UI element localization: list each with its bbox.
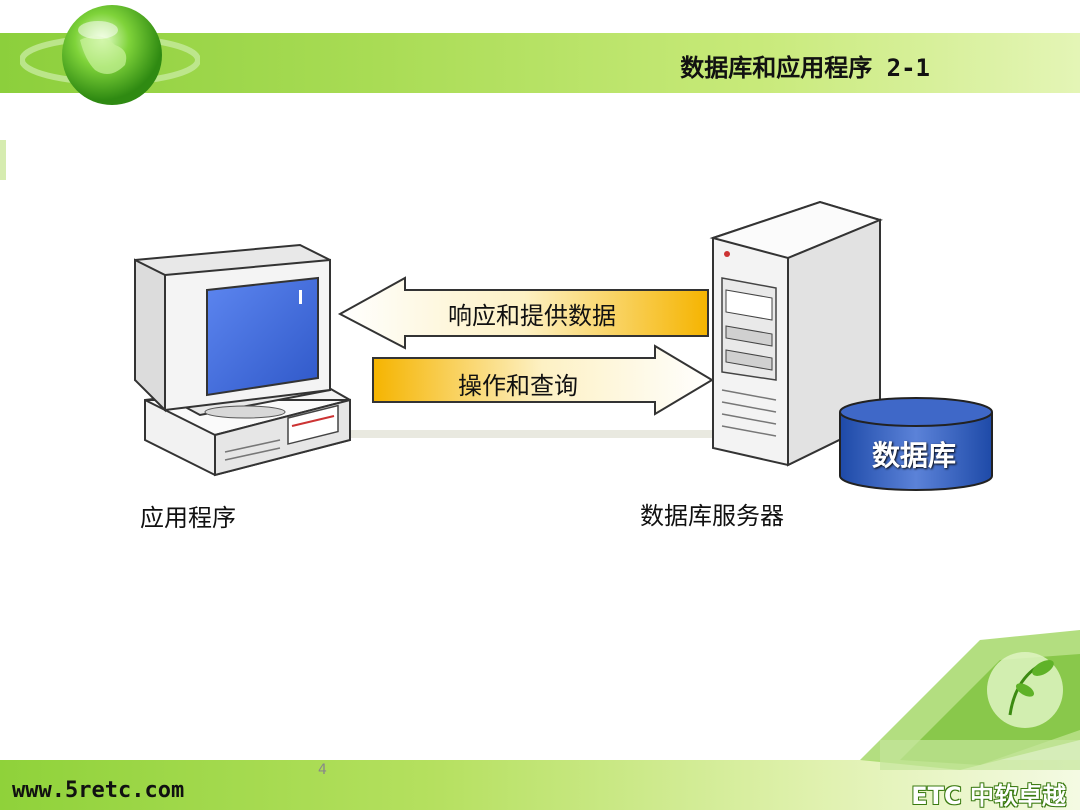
footer-brand: ETC 中软卓越: [911, 782, 1066, 810]
globe-logo: [20, 5, 200, 105]
server-caption: 数据库服务器: [640, 502, 784, 530]
response-label: 响应和提供数据: [448, 302, 616, 330]
title-bar: [0, 33, 1080, 93]
link-shadow: [350, 430, 720, 438]
request-arrow: [372, 344, 714, 416]
footer-url[interactable]: www.5retc.com: [12, 778, 185, 803]
diagram-canvas: [134, 200, 993, 491]
computer-icon: [134, 243, 351, 477]
database-label: 数据库: [872, 439, 957, 472]
laptop-leaf-decoration: [860, 630, 1080, 770]
app-caption: 应用程序: [140, 504, 236, 532]
response-arrow: [337, 276, 709, 350]
database-cylinder: [839, 397, 993, 491]
request-label: 操作和查询: [458, 372, 578, 400]
slide-title: 数据库和应用程序 2-1: [680, 54, 930, 82]
left-edge-mark: [0, 140, 6, 180]
page-number: 4: [318, 762, 327, 778]
